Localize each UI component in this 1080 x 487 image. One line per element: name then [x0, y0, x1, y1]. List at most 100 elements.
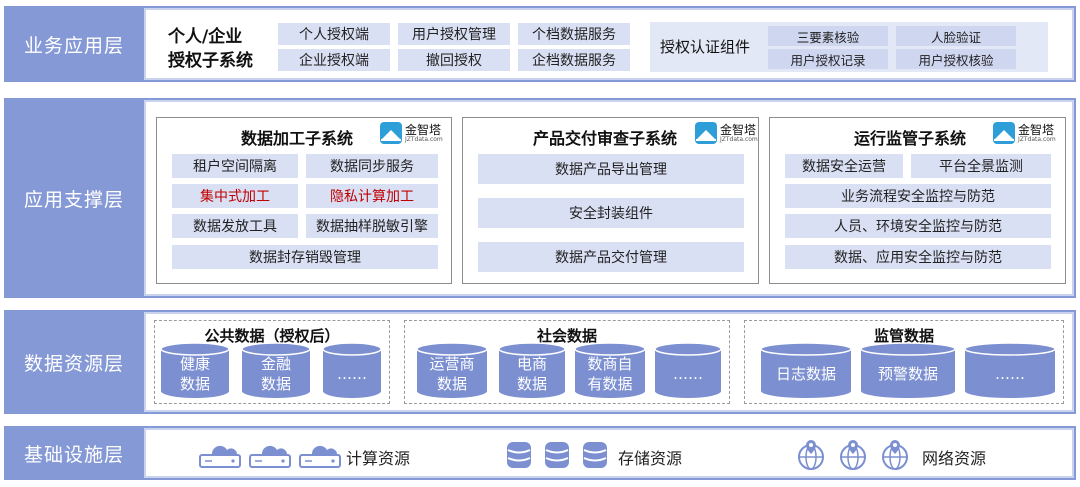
jzt-logo-domain: JZTdata.com [1018, 135, 1056, 143]
secure-packaging-component: 安全封装组件 [478, 198, 744, 228]
cylinder-shape [416, 342, 488, 398]
cloud-server-icon [249, 445, 291, 468]
jzt-logo: 金智塔 JZTdata.com [695, 122, 758, 144]
cylinder-label: …… [995, 365, 1025, 383]
personal-auth-client: 个人授权端 [278, 23, 390, 45]
support-layer: 应用支撑层 数据加工子系统 金智塔 JZTdata.com 租户空间隔离 数据同… [4, 98, 1076, 298]
data-product-export-management: 数据产品导出管理 [478, 154, 744, 184]
three-factor-verification: 三要素核验 [768, 26, 888, 46]
jzt-logo-name: 金智塔 [405, 122, 442, 137]
cylinder-label: 电商 数据 [516, 355, 547, 393]
data-cylinder: …… [322, 342, 382, 398]
infrastructure-layer: 基础设施层 计算资源 存 [4, 426, 1076, 480]
compute-resource-label: 计算资源 [346, 449, 411, 468]
enterprise-file-data-service: 企档数据服务 [518, 49, 630, 71]
support-layer-label: 应用支撑层 [23, 188, 124, 211]
data-resource-layer-label: 数据资源层 [23, 352, 124, 375]
cylinder-label: 金融 数据 [260, 355, 291, 393]
data-cylinder: …… [964, 342, 1056, 398]
business-layer: 业务应用层 个人/企业 授权子系统 个人授权端 企业授权端 用户授权管理 撤回授… [4, 6, 1076, 82]
cylinder-shape [760, 342, 852, 398]
cylinder-shape [160, 342, 230, 398]
personal-file-data-service: 个档数据服务 [518, 23, 630, 45]
revoke-authorization: 撤回授权 [398, 49, 510, 71]
face-verification: 人脸验证 [896, 26, 1016, 46]
database-icon [507, 442, 531, 468]
data-sync-service: 数据同步服务 [306, 154, 438, 178]
user-auth-verification: 用户授权核验 [896, 49, 1016, 69]
data-cylinder: 预警数据 [860, 342, 956, 398]
authorization-subsystem-title-line1: 个人/企业 [168, 27, 243, 47]
network-globe-icon [798, 440, 824, 470]
data-cylinder: 运营商 数据 [416, 342, 488, 398]
privacy-computing-processing: 隐私计算加工 [306, 184, 438, 208]
cylinder-shape [654, 342, 722, 398]
cloud-server-icon [299, 445, 341, 468]
cylinder-label: …… [337, 365, 367, 383]
operation-supervision-title: 运行监管子系统 [854, 129, 967, 148]
data-cylinder: 金融 数据 [241, 342, 311, 398]
cylinder-shape [498, 342, 566, 398]
cylinder-shape [241, 342, 311, 398]
business-process-security-monitoring: 业务流程安全监控与防范 [785, 184, 1051, 208]
jzt-logo-domain: JZTdata.com [720, 135, 758, 143]
platform-panoramic-monitoring: 平台全景监测 [911, 154, 1051, 178]
data-resource-layer: 数据资源层 公共数据（授权后） 社会数据 监管数据 健康 数据 金融 数据 ……… [4, 310, 1076, 414]
storage-resource-label: 存储资源 [618, 449, 683, 468]
enterprise-auth-client: 企业授权端 [278, 49, 390, 71]
jzt-logo: 金智塔 JZTdata.com [993, 122, 1056, 144]
cylinder-shape [574, 342, 646, 398]
cylinder-label: …… [673, 365, 703, 383]
data-product-delivery-management: 数据产品交付管理 [478, 242, 744, 272]
cylinder-label: 健康 数据 [179, 355, 210, 393]
data-processing-subsystem: 数据加工子系统 金智塔 JZTdata.com 租户空间隔离 数据同步服务 集中… [156, 117, 452, 284]
data-sampling-masking-engine: 数据抽样脱敏引擎 [306, 214, 438, 238]
database-icon [545, 442, 569, 468]
jzt-logo-name: 金智塔 [1018, 122, 1055, 137]
business-layer-body: 个人/企业 授权子系统 个人授权端 企业授权端 用户授权管理 撤回授权 个档数据… [144, 8, 1074, 80]
cylinder-label: 运营商 数据 [429, 355, 475, 393]
data-distribution-tool: 数据发放工具 [172, 214, 298, 238]
jzt-logo-name: 金智塔 [720, 122, 757, 137]
centralized-processing: 集中式加工 [172, 184, 298, 208]
network-resource-label: 网络资源 [922, 449, 987, 468]
data-application-security-monitoring: 数据、应用安全监控与防范 [785, 245, 1051, 269]
network-globe-icon [840, 440, 866, 470]
user-auth-record: 用户授权记录 [768, 49, 888, 69]
data-security-operation: 数据安全运营 [785, 154, 903, 178]
user-auth-management: 用户授权管理 [398, 23, 510, 45]
product-delivery-review-title: 产品交付审查子系统 [533, 129, 678, 148]
jzt-logo-icon [695, 122, 717, 144]
authorization-subsystem-title-line2: 授权子系统 [168, 51, 253, 71]
network-globe-icon [882, 440, 908, 470]
infrastructure-layer-label: 基础设施层 [23, 443, 124, 466]
jzt-logo: 金智塔 JZTdata.com [380, 122, 443, 144]
tenant-space-isolation: 租户空间隔离 [172, 154, 298, 178]
cloud-server-icon [199, 445, 241, 468]
jzt-logo-domain: JZTdata.com [405, 135, 443, 143]
business-layer-label: 业务应用层 [23, 34, 124, 57]
jzt-logo-icon [380, 122, 402, 144]
public-data-title: 公共数据（授权后） [204, 327, 340, 345]
personnel-environment-security-monitoring: 人员、环境安全监控与防范 [785, 214, 1051, 238]
support-layer-body: 数据加工子系统 金智塔 JZTdata.com 租户空间隔离 数据同步服务 集中… [144, 100, 1074, 296]
data-cylinder: 日志数据 [760, 342, 852, 398]
operation-supervision-subsystem: 运行监管子系统 金智塔 JZTdata.com 数据安全运营 平台全景监测 业务… [769, 117, 1066, 284]
cylinder-shape [860, 342, 956, 398]
cylinder-label: 日志数据 [775, 365, 836, 383]
data-cylinder: …… [654, 342, 722, 398]
jzt-logo-icon [993, 122, 1015, 144]
cylinder-shape [322, 342, 382, 398]
data-archive-destruction-management: 数据封存销毁管理 [172, 245, 438, 269]
cylinder-shape [964, 342, 1056, 398]
data-cylinder: 数商自 有数据 [574, 342, 646, 398]
cylinder-label: 预警数据 [877, 365, 938, 383]
data-resource-layer-body: 公共数据（授权后） 社会数据 监管数据 健康 数据 金融 数据 …… 运营商 数… [144, 312, 1074, 412]
database-icon [583, 442, 607, 468]
auth-component-title: 授权认证组件 [660, 38, 751, 56]
social-data-title: 社会数据 [536, 327, 597, 345]
infrastructure-layer-body: 计算资源 存储资源 [144, 428, 1074, 478]
regulatory-data-title: 监管数据 [873, 327, 934, 345]
data-processing-title: 数据加工子系统 [241, 129, 354, 148]
product-delivery-review-subsystem: 产品交付审查子系统 金智塔 JZTdata.com 数据产品导出管理 安全封装组… [462, 117, 759, 284]
